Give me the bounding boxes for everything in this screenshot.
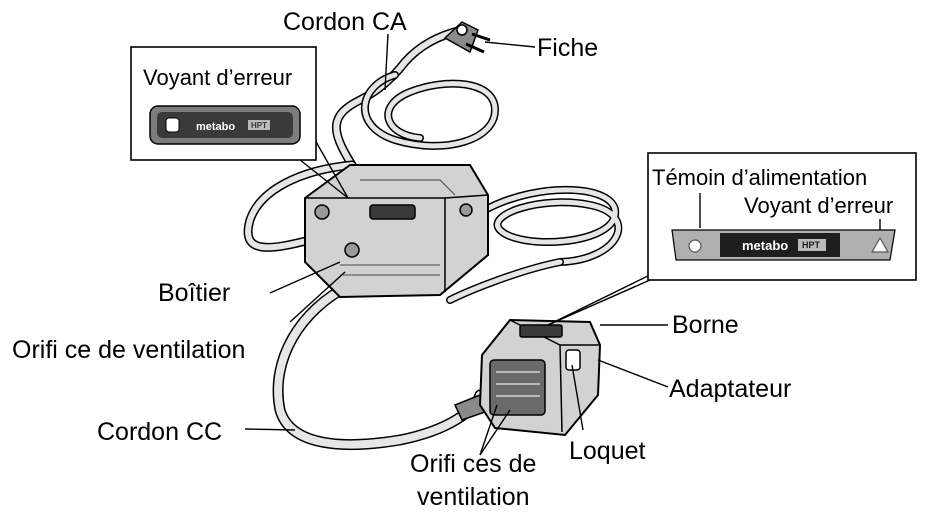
cordon-cc-label: Cordon CC: [97, 418, 222, 446]
orifices-line2-label: ventilation: [417, 483, 530, 511]
loquet-label: Loquet: [569, 437, 646, 465]
borne-label: Borne: [672, 311, 739, 339]
adaptateur-label: Adaptateur: [669, 375, 791, 403]
orifices-line1-label: Orifi ces de: [410, 450, 536, 478]
power-indicator-icon: [689, 240, 701, 252]
right-brand-badge: HPT: [802, 240, 821, 250]
cordon-ca-label: Cordon CA: [283, 8, 407, 36]
temoin-alimentation-label: Témoin d’alimentation: [652, 165, 867, 190]
adapter: [480, 320, 600, 435]
voyant-erreur-right-label: Voyant d’erreur: [744, 193, 893, 218]
voyant-erreur-left-label: Voyant d’erreur: [143, 65, 292, 90]
right-brand-text: metabo: [742, 238, 788, 253]
error-indicator-icon: [166, 118, 179, 132]
plug: [445, 22, 490, 52]
left-brand-badge: HPT: [251, 121, 267, 130]
left-brand-text: metabo: [196, 121, 235, 133]
orifice-ventilation-label: Orifi ce de ventilation: [12, 336, 245, 364]
boitier-label: Boîtier: [158, 279, 230, 307]
fiche-label: Fiche: [537, 34, 598, 62]
status-indicator-callout: Témoin d’alimentation Voyant d’erreur me…: [548, 153, 916, 325]
